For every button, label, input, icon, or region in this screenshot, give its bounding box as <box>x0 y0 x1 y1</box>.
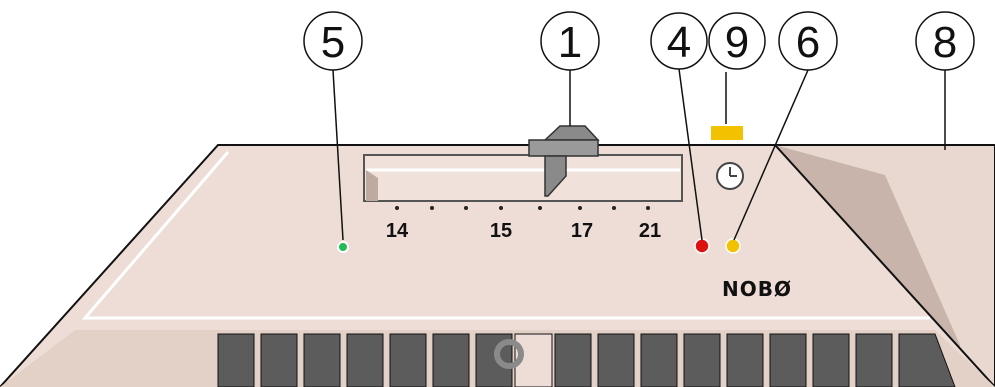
temperature-scale-ticks <box>395 206 650 210</box>
scale-label-17: 17 <box>571 220 593 242</box>
air-grille <box>217 333 956 387</box>
leader-line-5 <box>332 69 344 241</box>
leader-line-4 <box>678 68 703 241</box>
svg-text:5: 5 <box>321 18 345 67</box>
callout-5: 5 <box>303 11 363 71</box>
callout-4: 4 <box>650 12 708 70</box>
svg-text:6: 6 <box>796 18 820 67</box>
grille-knob-icon <box>494 333 553 387</box>
green-indicator-led <box>337 241 349 253</box>
scale-tick <box>538 206 542 210</box>
red-indicator-led <box>694 238 710 254</box>
svg-text:9: 9 <box>725 18 749 67</box>
scale-tick <box>395 206 399 210</box>
panel-inner-edge <box>81 151 930 320</box>
scale-tick <box>499 206 503 210</box>
scale-tick <box>612 206 616 210</box>
svg-text:1: 1 <box>558 18 582 67</box>
display-slot-shadow <box>366 170 378 201</box>
callout-8: 8 <box>915 11 975 71</box>
leader-line-6 <box>733 69 809 241</box>
leader-lines <box>569 68 946 241</box>
brand-logo: NOBØ <box>722 277 792 301</box>
callout-9: 9 <box>708 12 766 70</box>
clock-icon <box>716 162 744 190</box>
timer-slot-icon <box>711 118 744 140</box>
scale-label-21: 21 <box>639 220 661 242</box>
scale-tick <box>430 206 434 210</box>
scale-label-14: 14 <box>386 220 409 242</box>
yellow-indicator-led <box>725 238 741 254</box>
svg-text:8: 8 <box>933 18 957 67</box>
callout-6: 6 <box>778 11 838 71</box>
svg-text:4: 4 <box>667 18 691 67</box>
scale-tick <box>646 206 650 210</box>
thermostat-slider-icon[interactable] <box>528 125 600 197</box>
scale-label-15: 15 <box>490 220 512 242</box>
scale-tick <box>464 206 468 210</box>
callout-1: 1 <box>540 11 600 71</box>
scale-tick <box>578 206 582 210</box>
display-slot <box>363 154 683 202</box>
